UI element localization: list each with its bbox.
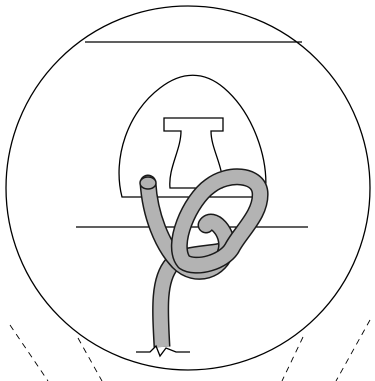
callout-line-outer-left [9, 324, 49, 381]
rope-cut-end [139, 176, 157, 190]
rope-break-mark [136, 344, 190, 358]
callout-line-inner-left [77, 337, 103, 381]
callout-line-inner-right [281, 336, 304, 381]
rope-upper-loop [170, 168, 269, 274]
callout-line-outer-right [335, 319, 371, 381]
callout-dashed-lines [9, 319, 371, 381]
